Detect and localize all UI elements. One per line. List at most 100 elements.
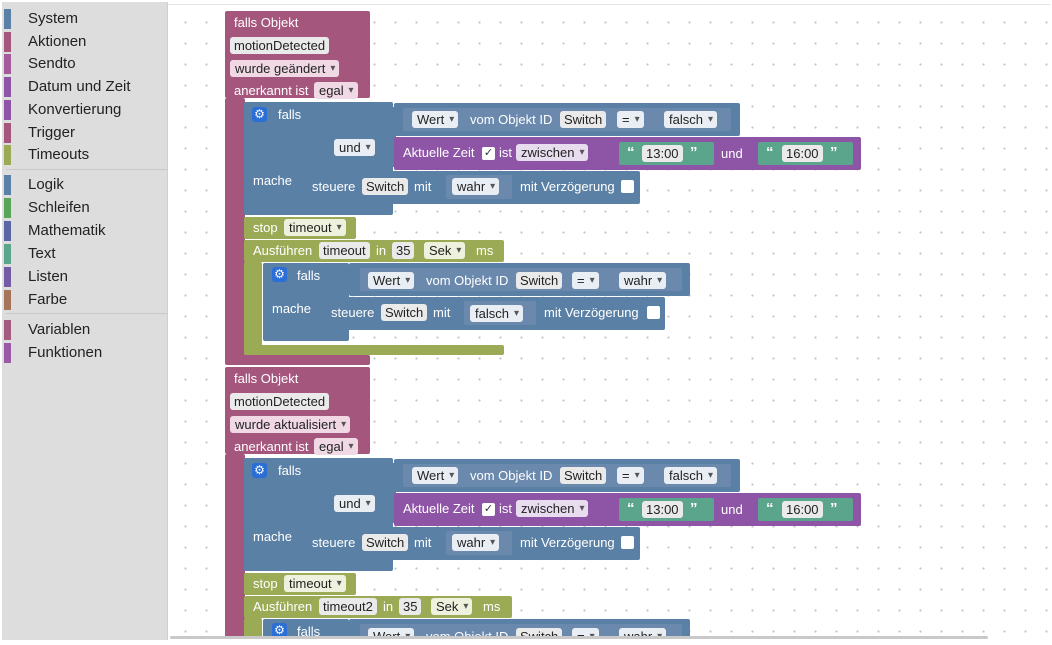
timeout-name-field[interactable]: timeout bbox=[319, 242, 370, 259]
category-konvertierung[interactable]: Konvertierung bbox=[2, 99, 167, 121]
trigger-footer bbox=[225, 355, 370, 365]
toolbox-sidebar: System Aktionen Sendto Datum und Zeit Ko… bbox=[2, 2, 168, 640]
object-id-field[interactable]: Switch bbox=[362, 178, 409, 195]
object-id-label: vom Objekt ID bbox=[470, 468, 553, 483]
category-label: Trigger bbox=[28, 124, 75, 141]
checkbox-checked[interactable]: ✓ bbox=[482, 147, 495, 160]
bool-dropdown[interactable]: wahr bbox=[452, 534, 500, 551]
value-dropdown[interactable]: falsch bbox=[664, 111, 717, 128]
time-from-field[interactable]: 13:00 bbox=[642, 501, 683, 518]
mode-dropdown[interactable]: zwischen bbox=[516, 500, 589, 517]
timeout-name-field[interactable]: timeout2 bbox=[319, 598, 377, 615]
delay-checkbox[interactable] bbox=[621, 536, 634, 549]
ack-dropdown[interactable]: egal bbox=[314, 82, 358, 99]
object-id-field[interactable]: Switch bbox=[560, 467, 607, 484]
property-dropdown[interactable]: Wert bbox=[368, 628, 415, 639]
in-label: in bbox=[376, 243, 387, 258]
category-color-bar bbox=[4, 77, 11, 97]
delay-checkbox[interactable] bbox=[621, 180, 634, 193]
operator-dropdown[interactable]: = bbox=[572, 628, 599, 639]
event-dropdown[interactable]: wurde geändert bbox=[230, 60, 340, 77]
run-timeout-spine bbox=[244, 262, 262, 350]
category-farbe[interactable]: Farbe bbox=[2, 289, 167, 311]
do-label: mache bbox=[272, 301, 312, 316]
blockly-workspace[interactable]: falls Objekt motionDetected wurde geände… bbox=[168, 4, 1050, 639]
delay-number-field[interactable]: 35 bbox=[392, 242, 415, 259]
bool-dropdown[interactable]: falsch bbox=[470, 305, 523, 322]
category-label: Farbe bbox=[28, 291, 68, 308]
bool-dropdown[interactable]: wahr bbox=[452, 178, 500, 195]
and-block[interactable] bbox=[328, 463, 396, 523]
horizontal-scrollbar[interactable] bbox=[170, 636, 988, 639]
quote-close-icon: ” bbox=[830, 500, 838, 517]
run-timeout-spine bbox=[244, 618, 262, 639]
category-variablen[interactable]: Variablen bbox=[2, 319, 167, 341]
gear-icon[interactable]: ⚙ bbox=[272, 267, 287, 282]
unit-dropdown[interactable]: Sek bbox=[431, 598, 473, 615]
quote-close-icon: ” bbox=[830, 144, 838, 161]
ack-dropdown[interactable]: egal bbox=[314, 438, 358, 455]
with-label: mit bbox=[414, 535, 432, 550]
object-id-field[interactable]: motionDetected bbox=[230, 37, 330, 54]
object-id-field[interactable]: Switch bbox=[362, 534, 409, 551]
category-color-bar bbox=[4, 267, 11, 287]
category-color-bar bbox=[4, 198, 11, 218]
operator-dropdown[interactable]: = bbox=[617, 111, 644, 128]
object-id-field[interactable]: motionDetected bbox=[230, 393, 330, 410]
and-dropdown[interactable]: und bbox=[334, 495, 375, 512]
delay-checkbox[interactable] bbox=[647, 306, 660, 319]
time-from-field[interactable]: 13:00 bbox=[642, 145, 683, 162]
value-dropdown[interactable]: wahr bbox=[619, 272, 667, 289]
operator-dropdown[interactable]: = bbox=[617, 467, 644, 484]
current-time-label: Aktuelle Zeit bbox=[403, 145, 475, 160]
and-dropdown[interactable]: und bbox=[334, 139, 375, 156]
category-color-bar bbox=[4, 244, 11, 264]
operator-dropdown[interactable]: = bbox=[572, 272, 599, 289]
category-color-bar bbox=[4, 32, 11, 52]
category-sendto[interactable]: Sendto bbox=[2, 53, 167, 75]
delay-number-field[interactable]: 35 bbox=[399, 598, 422, 615]
time-to-field[interactable]: 16:00 bbox=[782, 145, 823, 162]
category-text[interactable]: Text bbox=[2, 243, 167, 265]
gear-icon[interactable]: ⚙ bbox=[272, 623, 287, 638]
category-datum-und-zeit[interactable]: Datum und Zeit bbox=[2, 76, 167, 98]
if-label: falls bbox=[297, 624, 321, 639]
timeout-name-dropdown[interactable]: timeout bbox=[284, 575, 346, 592]
category-logik[interactable]: Logik bbox=[2, 174, 167, 196]
gear-icon[interactable]: ⚙ bbox=[252, 107, 267, 122]
category-aktionen[interactable]: Aktionen bbox=[2, 31, 167, 53]
value-dropdown[interactable]: falsch bbox=[664, 467, 717, 484]
control-label: steuere bbox=[312, 535, 356, 550]
time-to-field[interactable]: 16:00 bbox=[782, 501, 823, 518]
object-id-field[interactable]: Switch bbox=[516, 628, 563, 639]
mode-dropdown[interactable]: zwischen bbox=[516, 144, 589, 161]
and-block[interactable] bbox=[328, 107, 396, 167]
category-trigger[interactable]: Trigger bbox=[2, 122, 167, 144]
ms-label: ms bbox=[476, 243, 494, 258]
category-funktionen[interactable]: Funktionen bbox=[2, 342, 167, 364]
event-dropdown[interactable]: wurde aktualisiert bbox=[230, 416, 351, 433]
gear-icon[interactable]: ⚙ bbox=[252, 463, 267, 478]
category-system[interactable]: System bbox=[2, 8, 167, 30]
object-id-field[interactable]: Switch bbox=[516, 272, 563, 289]
timeout-name-dropdown[interactable]: timeout bbox=[284, 219, 346, 236]
checkbox-checked[interactable]: ✓ bbox=[482, 503, 495, 516]
property-dropdown[interactable]: Wert bbox=[412, 467, 459, 484]
category-listen[interactable]: Listen bbox=[2, 266, 167, 288]
value-dropdown[interactable]: wahr bbox=[619, 628, 667, 639]
category-schleifen[interactable]: Schleifen bbox=[2, 197, 167, 219]
quote-close-icon: ” bbox=[690, 144, 698, 161]
category-mathematik[interactable]: Mathematik bbox=[2, 220, 167, 242]
category-label: Funktionen bbox=[28, 344, 103, 361]
object-id-field[interactable]: Switch bbox=[381, 304, 428, 321]
category-label: Aktionen bbox=[28, 33, 87, 50]
object-id-field[interactable]: Switch bbox=[560, 111, 607, 128]
category-timeouts[interactable]: Timeouts bbox=[2, 144, 167, 166]
if-label: falls bbox=[278, 107, 302, 122]
unit-dropdown[interactable]: Sek bbox=[424, 242, 466, 259]
category-label: Sendto bbox=[28, 55, 76, 72]
is-label: ist bbox=[499, 145, 512, 160]
property-dropdown[interactable]: Wert bbox=[412, 111, 459, 128]
category-label: Mathematik bbox=[28, 222, 106, 239]
property-dropdown[interactable]: Wert bbox=[368, 272, 415, 289]
